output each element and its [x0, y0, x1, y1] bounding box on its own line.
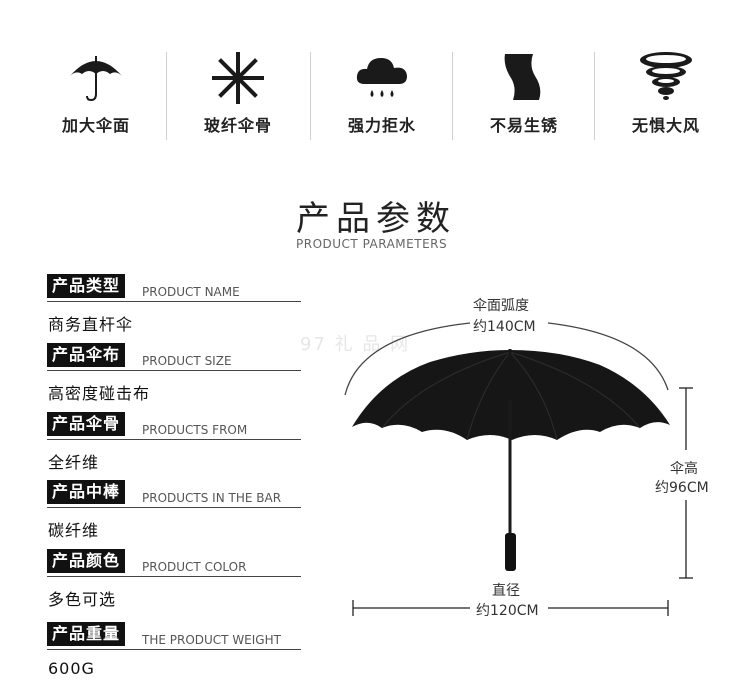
param-product-weight: 产品重量 THE PRODUCT WEIGHT 600G — [47, 622, 301, 682]
param-english-label: PRODUCTS IN THE BAR — [142, 491, 282, 505]
param-tag: 产品类型 — [47, 274, 126, 298]
param-value: 商务直杆伞 — [48, 315, 134, 334]
umbrella-handle — [505, 533, 516, 571]
arc-dimension-line — [547, 322, 669, 391]
divider — [594, 52, 595, 140]
param-tag: 产品颜色 — [47, 549, 126, 573]
diameter-label: 直径 — [492, 583, 520, 599]
arc-label: 伞面弧度 — [473, 298, 529, 314]
param-tag: 产品伞布 — [47, 343, 126, 367]
param-english-label: PRODUCTS FROM — [142, 423, 248, 437]
tornado-icon — [640, 52, 692, 100]
feature-windproof: 无惧大风 — [596, 50, 736, 140]
param-underline — [47, 439, 301, 440]
param-tag: 产品中棒 — [47, 480, 126, 504]
param-underline — [47, 576, 301, 577]
divider — [310, 52, 311, 140]
feature-fiberglass-ribs: 玻纤伞骨 — [168, 50, 308, 140]
param-value: 全纤维 — [48, 453, 100, 472]
umbrella-canopy — [352, 350, 670, 440]
asterisk-icon — [212, 52, 264, 104]
feature-label: 强力拒水 — [347, 116, 416, 135]
param-underline — [47, 649, 301, 650]
param-underline — [47, 301, 301, 302]
param-product-shaft: 产品中棒 PRODUCTS IN THE BAR 碳纤维 — [47, 480, 301, 540]
param-english-label: PRODUCT NAME — [142, 285, 240, 299]
param-value: 多色可选 — [48, 590, 117, 609]
param-product-fabric: 产品伞布 PRODUCT SIZE 高密度碰击布 — [47, 343, 301, 403]
feature-large-canopy: 加大伞面 — [26, 50, 166, 140]
param-english-label: PRODUCT SIZE — [142, 354, 232, 368]
divider — [452, 52, 453, 140]
param-underline — [47, 507, 301, 508]
param-tag: 产品重量 — [47, 622, 126, 646]
feature-label: 无惧大风 — [631, 116, 700, 135]
feature-label: 加大伞面 — [61, 116, 130, 135]
arc-value: 约140CM — [473, 319, 536, 335]
param-value: 600G — [48, 659, 95, 678]
height-value: 约96CM — [655, 480, 709, 496]
umbrella-icon — [70, 56, 122, 102]
divider — [166, 52, 167, 140]
param-value: 碳纤维 — [48, 521, 100, 540]
section-subtitle: PRODUCT PARAMETERS — [296, 237, 448, 251]
feature-rust-proof: 不易生锈 — [454, 50, 594, 140]
param-value: 高密度碰击布 — [48, 384, 151, 403]
param-product-color: 产品颜色 PRODUCT COLOR 多色可选 — [47, 549, 301, 609]
height-label: 伞高 — [670, 461, 698, 477]
param-product-ribs: 产品伞骨 PRODUCTS FROM 全纤维 — [47, 412, 301, 472]
diameter-value: 约120CM — [476, 603, 539, 619]
param-english-label: PRODUCT COLOR — [142, 560, 247, 574]
watermark: 97 礼 品 网 — [300, 334, 411, 355]
feature-water-repellent: 强力拒水 — [312, 50, 452, 140]
feature-label: 玻纤伞骨 — [203, 116, 272, 135]
rain-cloud-icon — [356, 58, 407, 97]
param-tag: 产品伞骨 — [47, 412, 126, 436]
section-title: 产品参数 — [296, 199, 456, 239]
param-underline — [47, 370, 301, 371]
rust-strip-icon — [504, 54, 541, 100]
feature-label: 不易生锈 — [489, 116, 558, 135]
param-product-name: 产品类型 PRODUCT NAME 商务直杆伞 — [47, 274, 301, 334]
param-english-label: THE PRODUCT WEIGHT — [142, 633, 281, 647]
